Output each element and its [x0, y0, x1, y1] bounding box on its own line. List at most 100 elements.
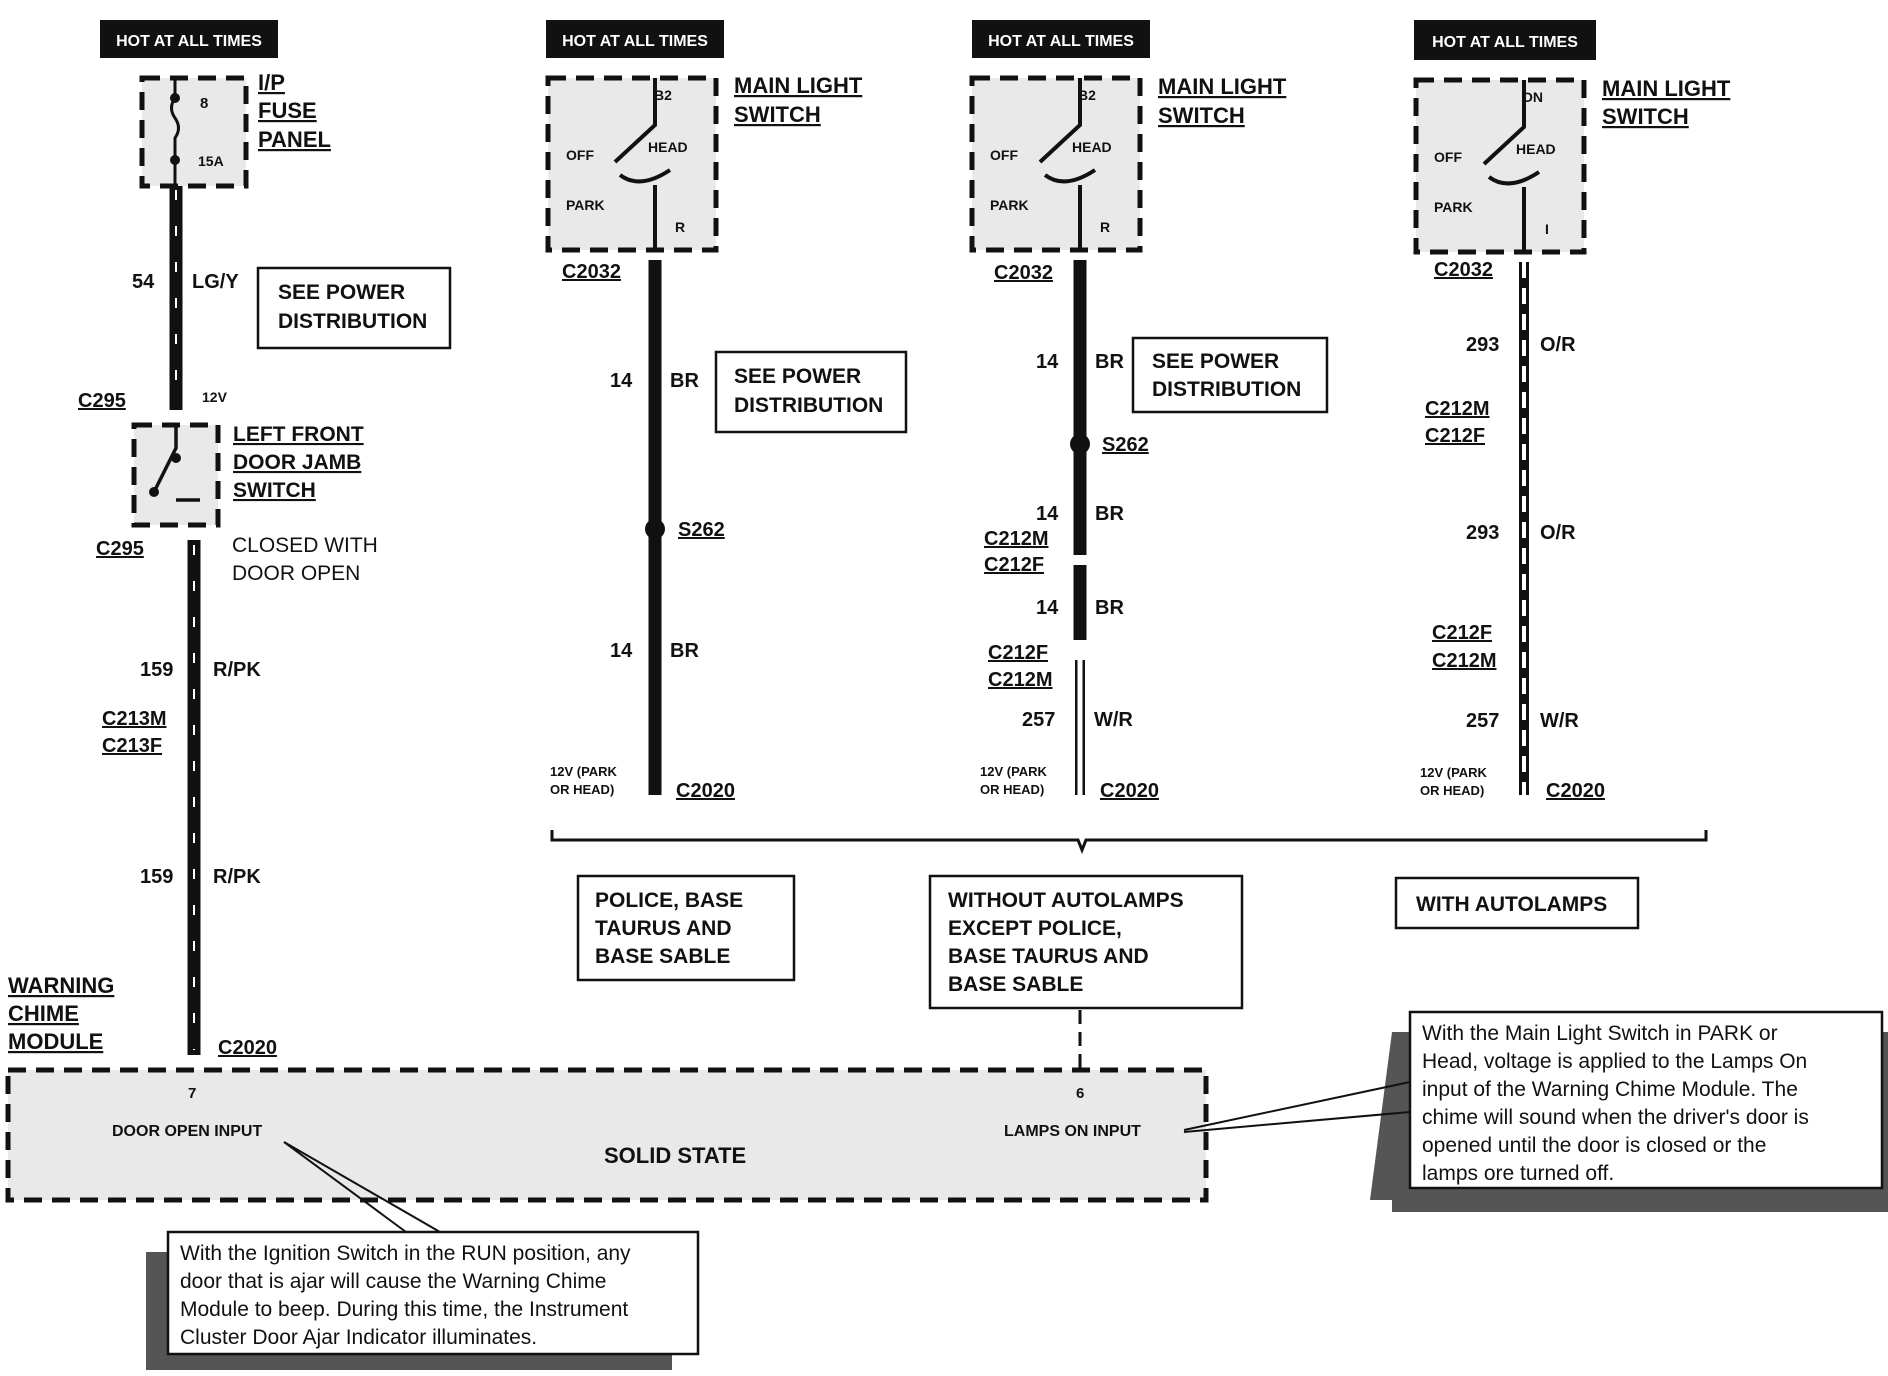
- wire-159-number-a: 159: [140, 659, 173, 681]
- hot-tag-1-text: HOT AT ALL TIMES: [116, 33, 262, 50]
- col4-c212f-b: C212F: [1432, 622, 1492, 644]
- hot-tag-3: [972, 20, 1150, 58]
- pin-on-4: ON: [1522, 89, 1543, 105]
- col3-v12-2: OR HEAD): [980, 782, 1044, 797]
- main-light-label-1-2: MAIN LIGHT: [734, 73, 863, 98]
- pos-head-4: HEAD: [1516, 141, 1556, 157]
- connector-c2032-2: C2032: [562, 261, 621, 283]
- pin-i-4: I: [1545, 221, 1549, 237]
- col3-w4-num: 257: [1022, 709, 1055, 731]
- note-left-line1: With the Ignition Switch in the RUN posi…: [180, 1242, 631, 1265]
- variant-without-4: BASE SABLE: [948, 973, 1083, 996]
- fuse-amperage: 15A: [198, 153, 224, 169]
- see-power-1-line1: SEE POWER: [278, 281, 405, 304]
- fuse-box: [139, 75, 249, 189]
- col3-s262: S262: [1102, 434, 1149, 456]
- note-right-line1: With the Main Light Switch in PARK or: [1422, 1022, 1778, 1045]
- main-light-switch-icon-3: [1038, 78, 1097, 250]
- col4-c212m-b: C212M: [1432, 650, 1496, 672]
- door-switch-circuit: HOT AT ALL TIMES 8 15A I/P FUSE PANEL 54…: [8, 20, 452, 1059]
- variant-without-2: EXCEPT POLICE,: [948, 917, 1122, 940]
- col2-w2-color: BR: [670, 640, 699, 662]
- see-power-box-3: [1131, 336, 1329, 414]
- col4-c212f-a: C212F: [1425, 425, 1485, 447]
- wire-54-color: LG/Y: [192, 271, 239, 293]
- pos-off-3: OFF: [990, 147, 1018, 163]
- door-switch-label-3: SWITCH: [233, 479, 316, 502]
- hot-tag-4-text: HOT AT ALL TIMES: [1432, 34, 1578, 51]
- connector-c213f: C213F: [102, 735, 162, 757]
- variant-labels: POLICE, BASE TAURUS AND BASE SABLE WITHO…: [550, 830, 1708, 1070]
- module-lamps-on-input: LAMPS ON INPUT: [1004, 1123, 1141, 1140]
- connector-c213m: C213M: [102, 708, 166, 730]
- col3-w1-color: BR: [1095, 351, 1124, 373]
- variant-without-1: WITHOUT AUTOLAMPS: [948, 889, 1184, 912]
- fuse-label-fuse: FUSE: [258, 98, 317, 123]
- col3-w1-num: 14: [1036, 351, 1059, 373]
- main-light-label-2-2: SWITCH: [734, 102, 821, 127]
- main-light-label-2-3: SWITCH: [1158, 103, 1245, 128]
- main-light-label-1-4: MAIN LIGHT: [1602, 76, 1731, 101]
- pos-off-4: OFF: [1434, 149, 1462, 165]
- col2-w1-num: 14: [610, 370, 633, 392]
- voltage-12v: 12V: [202, 389, 228, 405]
- module-label-module: MODULE: [8, 1029, 103, 1054]
- pin-b2-3: B2: [1078, 87, 1096, 103]
- col4-c2020: C2020: [1546, 780, 1605, 802]
- wire-159-color-a: R/PK: [213, 659, 261, 681]
- col4-w3-color: W/R: [1540, 710, 1579, 732]
- col3-c212m-b: C212M: [988, 669, 1052, 691]
- col4-v12-2: OR HEAD): [1420, 783, 1484, 798]
- variant-police-2: TAURUS AND: [595, 917, 732, 940]
- pos-park-2: PARK: [566, 197, 605, 213]
- closed-with-text: CLOSED WITH: [232, 534, 378, 557]
- note-right-line3: input of the Warning Chime Module. The: [1422, 1078, 1798, 1101]
- note-left-line4: Cluster Door Ajar Indicator illuminates.: [180, 1326, 537, 1349]
- door-jamb-switch-icon: [152, 425, 200, 502]
- connector-c2020-col1: C2020: [218, 1037, 277, 1059]
- warning-chime-module: 7 DOOR OPEN INPUT SOLID STATE 6 LAMPS ON…: [5, 1067, 1209, 1203]
- col3-w2-color: BR: [1095, 503, 1124, 525]
- pin-r-2: R: [675, 219, 685, 235]
- col4-w2-color: O/R: [1540, 522, 1576, 544]
- see-power-3-line1: SEE POWER: [1152, 350, 1279, 373]
- fuse-number: 8: [200, 95, 208, 112]
- pos-head-3: HEAD: [1072, 139, 1112, 155]
- module-label-chime: CHIME: [8, 1001, 79, 1026]
- see-power-box-2: [714, 350, 908, 434]
- pos-off-2: OFF: [566, 147, 594, 163]
- connector-c2032-3: C2032: [994, 262, 1053, 284]
- variant-without-3: BASE TAURUS AND: [948, 945, 1149, 968]
- pin-b2-2: B2: [654, 87, 672, 103]
- col2-w2-num: 14: [610, 640, 633, 662]
- wire-159-number-b: 159: [140, 866, 173, 888]
- door-switch-label-1: LEFT FRONT: [233, 423, 364, 446]
- col4-w2-num: 293: [1466, 522, 1499, 544]
- hot-tag-2-text: HOT AT ALL TIMES: [562, 33, 708, 50]
- pos-head-2: HEAD: [648, 139, 688, 155]
- col4-w3-num: 257: [1466, 710, 1499, 732]
- connector-c295-top: C295: [78, 390, 126, 412]
- module-door-open-input: DOOR OPEN INPUT: [112, 1123, 262, 1140]
- main-light-switch-col2: HOT AT ALL TIMES B2 OFF HEAD PARK R MAIN…: [545, 20, 908, 802]
- main-light-switch-icon-4: [1482, 80, 1541, 252]
- wire-159-color-b: R/PK: [213, 866, 261, 888]
- module-pin6: 6: [1076, 1085, 1084, 1102]
- col2-v12-2: OR HEAD): [550, 782, 614, 797]
- see-power-3-line2: DISTRIBUTION: [1152, 378, 1301, 401]
- hot-tag-3-text: HOT AT ALL TIMES: [988, 33, 1134, 50]
- col4-w1-color: O/R: [1540, 334, 1576, 356]
- fuse-label-panel: PANEL: [258, 127, 331, 152]
- pin-r-3: R: [1100, 219, 1110, 235]
- variant-police-3: BASE SABLE: [595, 945, 730, 968]
- module-solid-state: SOLID STATE: [604, 1143, 746, 1168]
- variant-without-box: [928, 874, 1244, 1010]
- see-power-box-1: [256, 266, 452, 350]
- main-light-switch-col3: HOT AT ALL TIMES B2 OFF HEAD PARK R MAIN…: [969, 20, 1329, 802]
- hot-tag-1: [100, 20, 278, 58]
- pos-park-4: PARK: [1434, 199, 1473, 215]
- main-light-switch-box-3: [969, 75, 1143, 253]
- hot-tag-4: [1414, 20, 1596, 60]
- note-right-line6: lamps ore turned off.: [1422, 1162, 1614, 1185]
